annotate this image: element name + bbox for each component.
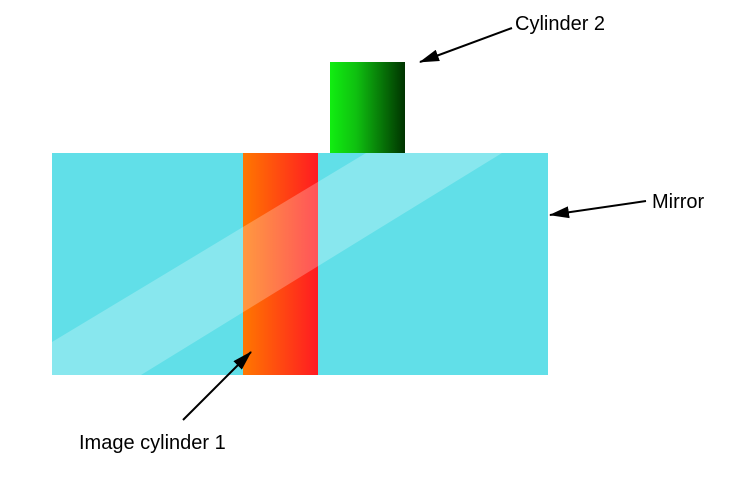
reflection-band xyxy=(52,153,502,375)
image-cylinder-1 xyxy=(243,153,318,375)
cylinder-2 xyxy=(330,62,405,153)
cylinder-2-label: Cylinder 2 xyxy=(515,13,605,35)
image-cylinder-arrow xyxy=(182,351,252,421)
mirror-arrow xyxy=(549,200,647,219)
mirror-label: Mirror xyxy=(652,191,705,213)
image-cylinder-1-label: Image cylinder 1 xyxy=(79,432,226,454)
cylinder-2-arrow xyxy=(419,27,513,63)
